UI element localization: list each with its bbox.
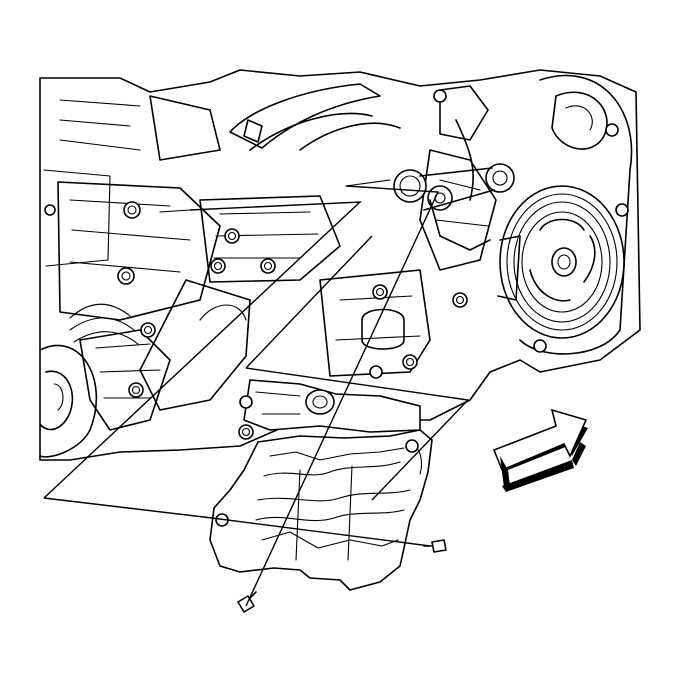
leader-lines <box>43 179 470 607</box>
shield-bolt-lower <box>237 591 257 613</box>
lower-bracket <box>238 379 421 440</box>
belt-tensioner <box>393 163 515 251</box>
crankshaft-balancer <box>497 185 625 339</box>
idler-pulley <box>393 169 427 203</box>
splash-shield-icon <box>209 429 433 591</box>
front-direction-arrow-icon <box>492 408 588 492</box>
splash-shield <box>209 429 433 591</box>
idler-pulley-upper <box>485 163 515 193</box>
bolt-icon <box>237 595 255 613</box>
bolt-icon <box>431 539 447 553</box>
